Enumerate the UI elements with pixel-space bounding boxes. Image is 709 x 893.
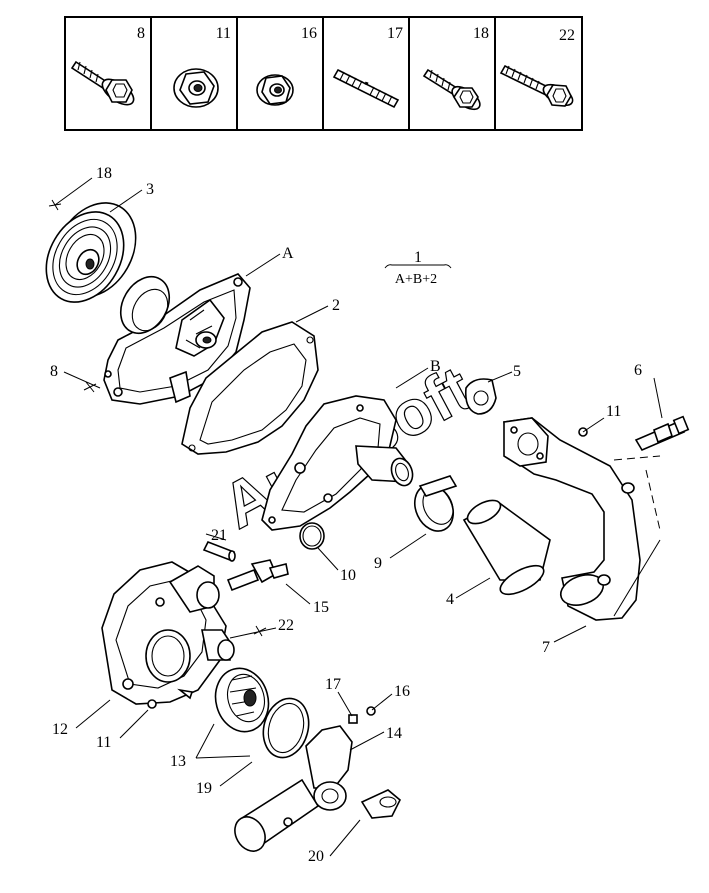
- fastener-label-11: 11: [216, 25, 231, 42]
- assembly-note: 1 A+B+2: [384, 249, 452, 287]
- fastener-label-16: 16: [301, 25, 317, 42]
- callout-12: 12: [52, 721, 68, 738]
- outlet-gasket: [464, 378, 497, 415]
- long-flange-bolt-icon: [499, 64, 574, 107]
- stud-17-scene: [348, 714, 358, 724]
- plug-21-end: [228, 550, 236, 562]
- thermostat: [214, 667, 270, 733]
- callout-5: 5: [513, 363, 521, 380]
- o-ring-10-inner: [302, 525, 322, 547]
- callout-11-upper: 11: [606, 403, 621, 420]
- fastener-label-22: 22: [559, 27, 575, 44]
- callout-20: 20: [308, 848, 324, 865]
- callout-11-lower: 11: [96, 734, 111, 751]
- callout-16: 16: [394, 683, 410, 700]
- flange-nut-icon: [256, 74, 294, 106]
- fastener-label-18: 18: [473, 25, 489, 42]
- flange-bolt-icon: [70, 60, 135, 106]
- callout-22: 22: [278, 617, 294, 634]
- fastener-label-8: 8: [137, 25, 145, 42]
- hose-clamp: [413, 475, 458, 532]
- callout-13: 13: [170, 753, 186, 770]
- callout-18: 18: [96, 165, 112, 182]
- nut-11-scene-lower: [147, 699, 157, 709]
- assembly-number: 1: [414, 249, 422, 266]
- callout-7: 7: [542, 639, 550, 656]
- callout-10: 10: [340, 567, 356, 584]
- thermostat-housing: [101, 561, 235, 705]
- callout-15: 15: [313, 599, 329, 616]
- thermostat-gasket-inner: [267, 702, 305, 754]
- fastener-table: 8 11 16 17 18 22: [64, 16, 583, 131]
- stud-icon: [332, 68, 400, 109]
- callout-4: 4: [446, 591, 454, 608]
- sub-assembly-letter-b: B: [430, 358, 441, 375]
- o-ring-10: [299, 522, 325, 550]
- thermostat-cover: [234, 725, 353, 852]
- leader-lines: [48, 177, 663, 857]
- coolant-sensor: [226, 559, 289, 592]
- assembly-formula: A+B+2: [395, 272, 437, 287]
- callout-17: 17: [325, 676, 341, 693]
- coolant-hose: [462, 499, 551, 596]
- fastener-label-17: 17: [387, 25, 403, 42]
- water-inlet-housing: [261, 395, 414, 531]
- callout-21: 21: [211, 527, 227, 544]
- callout-2: 2: [332, 297, 340, 314]
- water-pump-pulley: [45, 202, 137, 303]
- temperature-sensor: [634, 415, 690, 452]
- flange-nut-icon: [173, 68, 219, 108]
- callout-9: 9: [374, 555, 382, 572]
- flange-bolt-icon: [422, 68, 481, 111]
- callout-3: 3: [146, 181, 154, 198]
- callout-8: 8: [50, 363, 58, 380]
- hose-clip: [360, 789, 401, 819]
- callout-19: 19: [196, 780, 212, 797]
- callout-6: 6: [634, 362, 642, 379]
- callout-14: 14: [386, 725, 402, 742]
- sub-assembly-letter-a: A: [282, 245, 294, 262]
- outlet-pipe: [503, 417, 641, 621]
- water-pump-gasket: [181, 321, 319, 455]
